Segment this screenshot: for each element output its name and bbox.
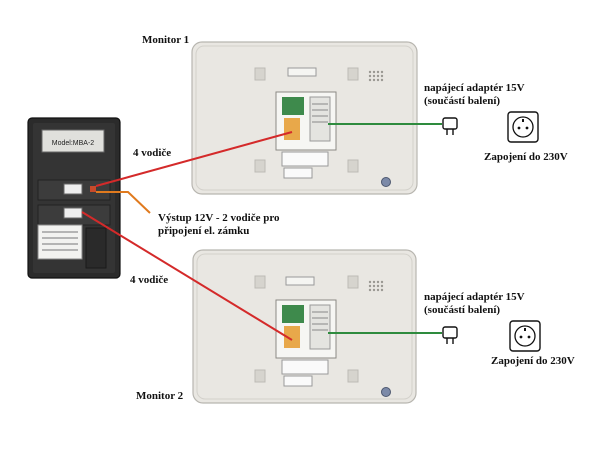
wire-lock-output	[96, 191, 151, 214]
monitor-1-socket-label: Zapojení do 230V	[484, 151, 568, 163]
power-adapter-icon	[442, 117, 458, 135]
outdoor-unit	[27, 117, 121, 279]
wire-label-monitor-1: 4 vodiče	[133, 147, 172, 159]
wire-to-monitor-2	[81, 211, 293, 341]
speaker-grille	[368, 70, 384, 82]
lock-output-label-line1: Výstup 12V - 2 vodiče pro	[158, 212, 280, 224]
power-adapter-icon	[442, 326, 458, 344]
outdoor-unit-model: Model:MBA-2	[52, 140, 95, 147]
wall-socket-icon	[507, 111, 539, 143]
wall-socket-icon	[509, 320, 541, 352]
monitor-2	[192, 249, 417, 404]
monitor-2-adapter-label-line2: (součástí balení)	[424, 304, 501, 316]
monitor-1-adapter-label-line2: (součástí balení)	[424, 95, 501, 107]
wire-to-monitor-1	[95, 131, 293, 187]
monitor-1	[191, 41, 418, 195]
monitor-2-socket-label: Zapojení do 230V	[491, 355, 575, 367]
monitor-1-title: Monitor 1	[142, 34, 190, 46]
monitor-2-adapter-label-line1: napájecí adaptér 15V	[424, 291, 525, 303]
monitor-1-adapter-label-line1: napájecí adaptér 15V	[424, 82, 525, 94]
speaker-grille	[368, 280, 384, 292]
wire-label-monitor-2: 4 vodiče	[130, 274, 169, 286]
lock-output-label-line2: připojení el. zámku	[158, 225, 250, 237]
monitor-2-title: Monitor 2	[136, 390, 184, 402]
